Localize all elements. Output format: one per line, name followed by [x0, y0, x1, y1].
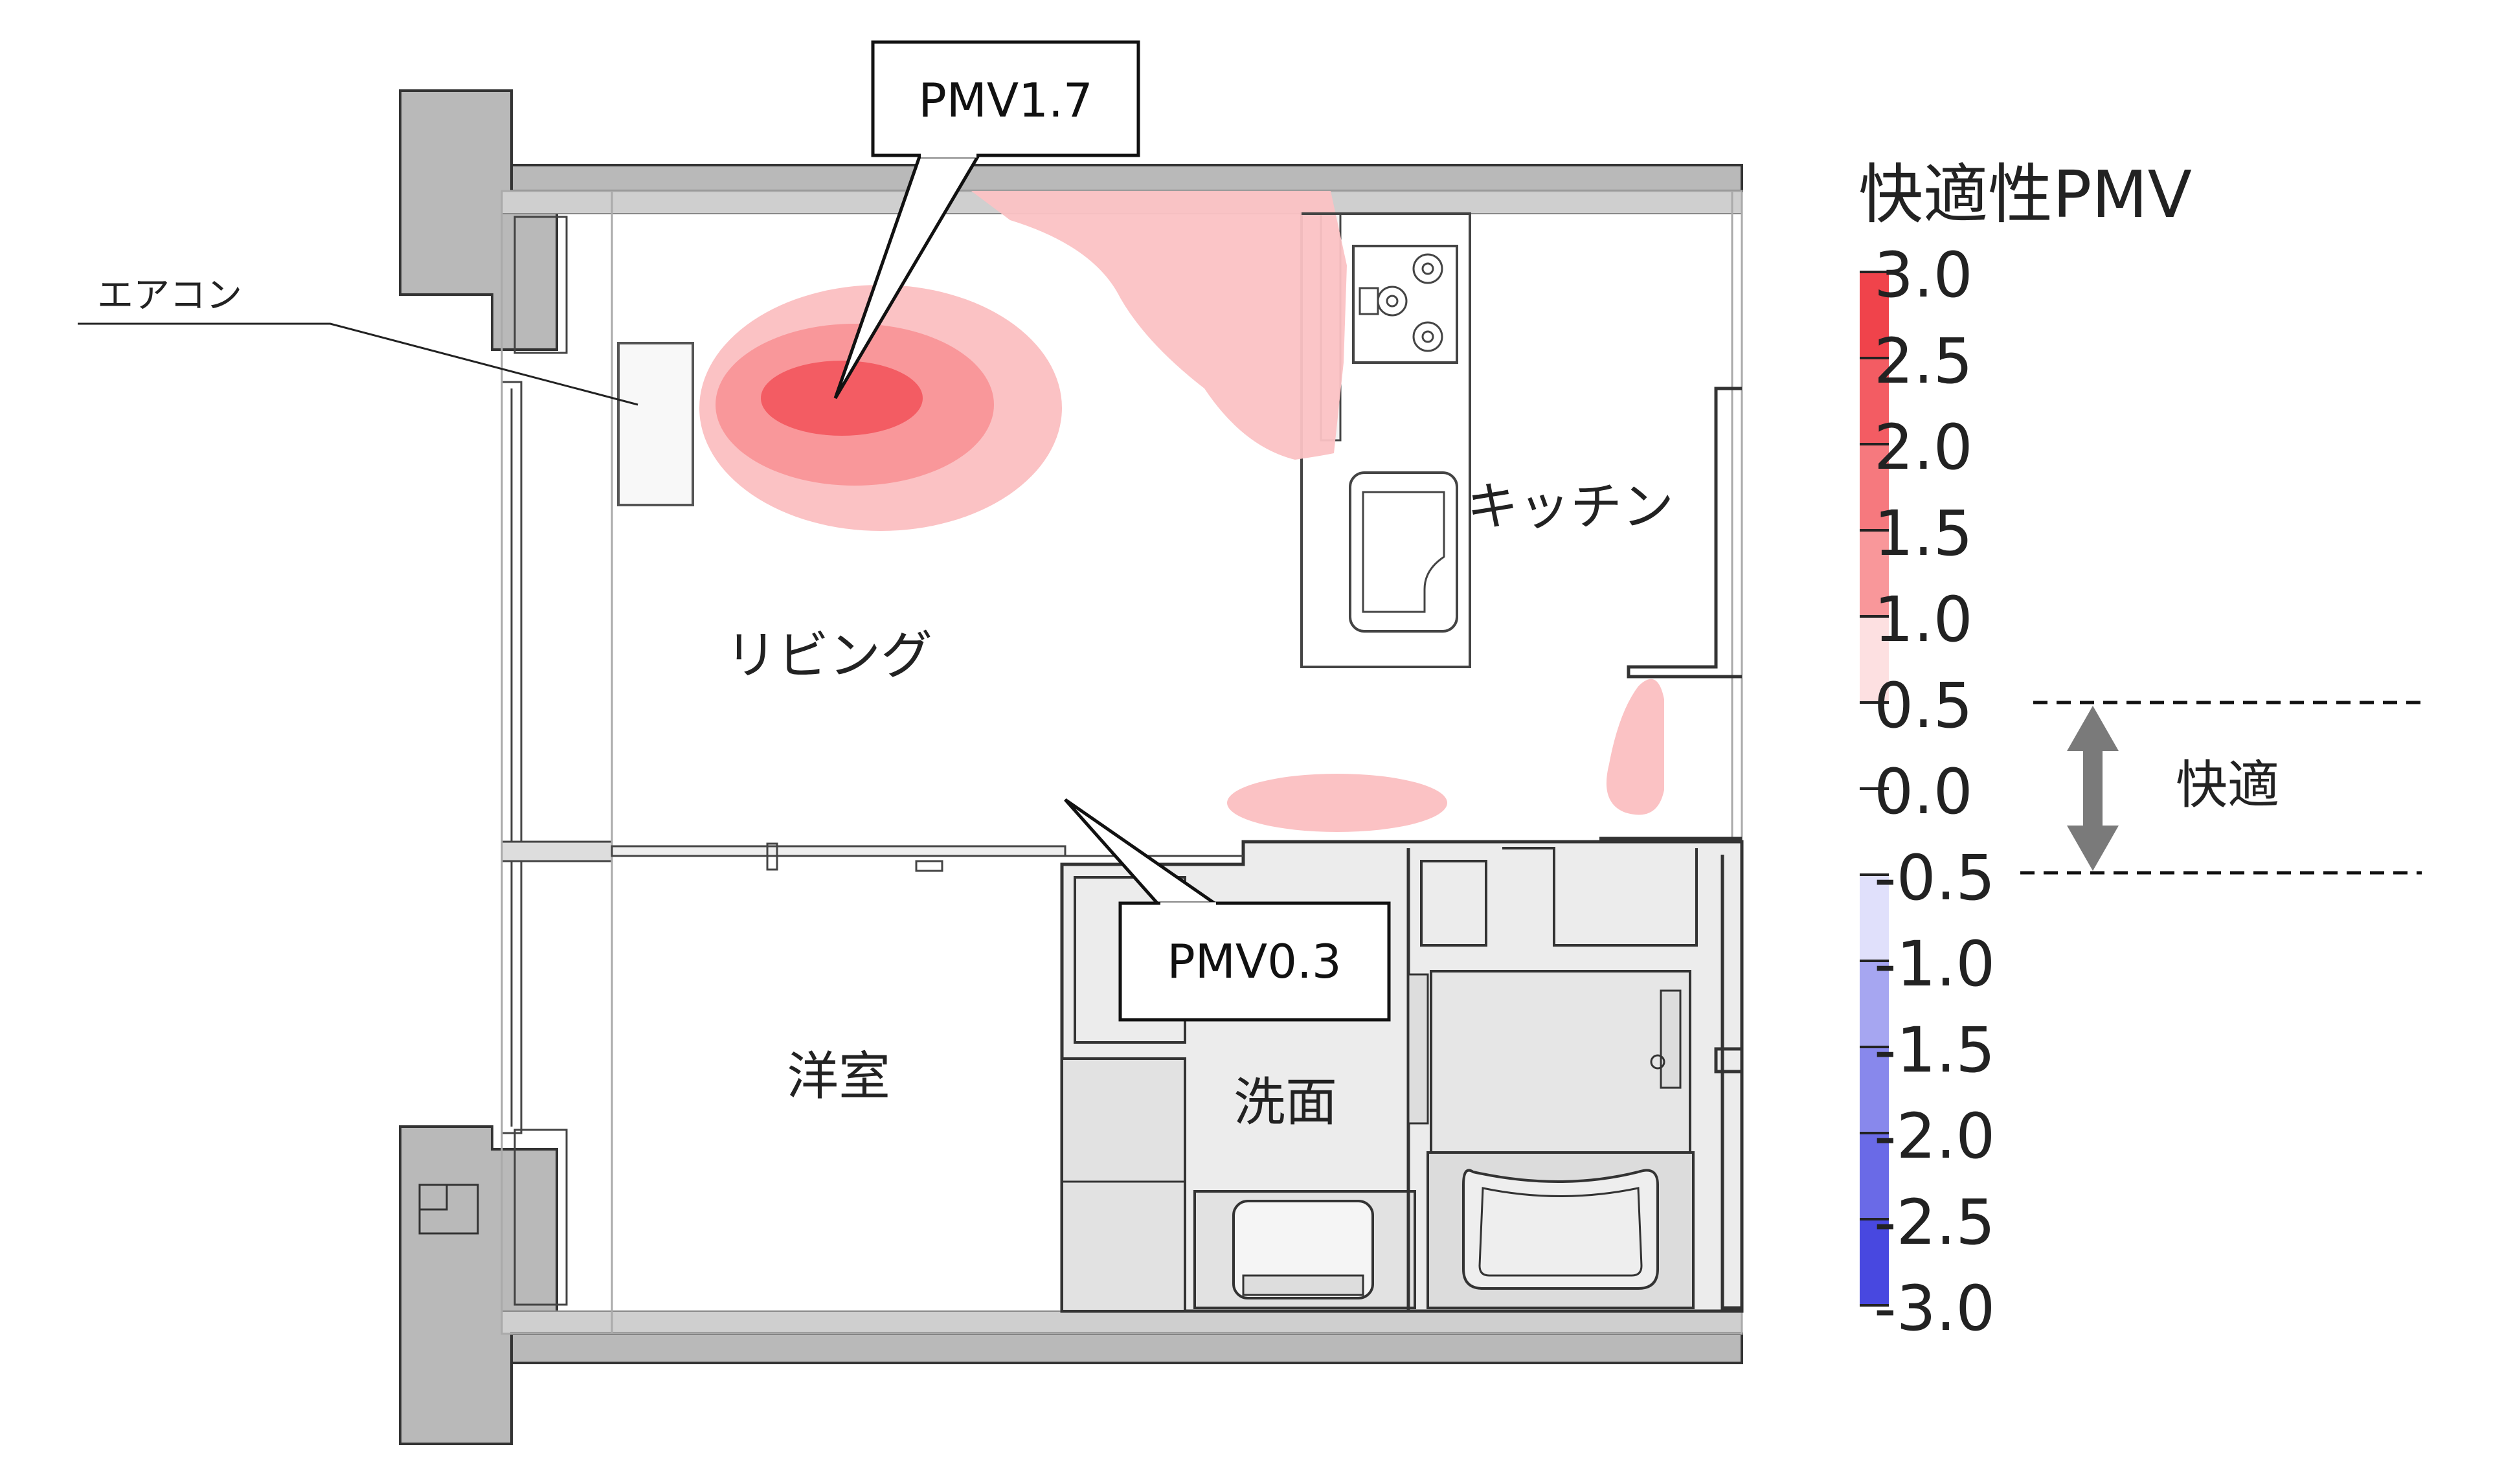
label-washroom: 洗面 [1234, 1072, 1337, 1132]
legend-swatch [1860, 444, 1889, 530]
gas-burner-icon [1359, 253, 1443, 352]
floor-plan [399, 89, 1744, 1445]
legend-tick-label: 2.0 [1874, 411, 1973, 484]
aircon-leader-line [78, 322, 638, 406]
comfort-label: 快適 [2176, 755, 2279, 815]
legend-tick-label: 1.5 [1874, 497, 1973, 570]
legend-tick-label: -3.0 [1874, 1272, 1995, 1345]
label-kitchen: キッチン [1467, 477, 1674, 537]
right-partitions [1599, 387, 1744, 1310]
callout-low-text: PMV0.3 [1167, 934, 1341, 989]
pmv-region-lower-center [1227, 774, 1447, 832]
callout-low: PMV0.3 [1064, 798, 1391, 1022]
sink-icon [1349, 471, 1458, 633]
callout-low-box [1118, 901, 1391, 1022]
legend-swatch [1860, 358, 1889, 444]
label-western-room: 洋室 [787, 1046, 890, 1107]
pmv-region-warm-plume [971, 191, 1347, 460]
legend-swatch [1860, 875, 1889, 961]
label-aircon: エアコン [97, 275, 242, 317]
air-conditioner-unit [617, 342, 694, 506]
label-living: リビング [725, 625, 932, 686]
legend-tick-label: 3.0 [1874, 239, 1973, 311]
legend-swatch [1860, 272, 1889, 358]
left-exterior-wall [399, 89, 558, 351]
pmv-heatmap [699, 191, 1664, 832]
pmv-region-1-5 [761, 361, 923, 436]
legend-swatch [1860, 1133, 1889, 1219]
top-wall [510, 164, 1743, 192]
legend-tick-label: 0.5 [1874, 669, 1973, 742]
legend-swatch [1860, 1219, 1889, 1305]
aircon-annotation: エアコン [78, 275, 638, 406]
legend-tick-label: -2.0 [1874, 1100, 1995, 1173]
room-labels: リビング キッチン 洋室 洗面 [725, 477, 1674, 1132]
callout-high-text: PMV1.7 [918, 73, 1092, 128]
window-frame [501, 216, 613, 1306]
legend-swatch [1860, 961, 1889, 1047]
meter-box [418, 1184, 479, 1235]
legend-tick-label: 2.5 [1874, 325, 1973, 398]
callout-high: PMV1.7 [833, 40, 1140, 399]
bottom-wall-outer [510, 1332, 1743, 1364]
bottom-wall [501, 1310, 1742, 1334]
legend-tick-labels: 3.0 2.5 2.0 1.5 1.0 0.5 0.0 -0.5 -1.0 -1.5 -2.0 -2.… [1860, 239, 1995, 1345]
pmv-legend: 快適性PMV 3.0 2.5 2.0 1.5 1.0 0.5 0.0 -0.5 -1.0 -1.5… [1858, 157, 2422, 1345]
legend-tick-label: -1.0 [1874, 928, 1995, 1000]
legend-tick-label: -2.5 [1874, 1186, 1995, 1259]
pmv-region-right [1606, 679, 1664, 815]
legend-color-bar [1860, 272, 1889, 1305]
legend-title: 快適性PMV [1858, 157, 2192, 232]
comfort-range-arrow [2067, 706, 2119, 871]
room-partition [611, 842, 1243, 872]
legend-swatch [1860, 616, 1889, 703]
legend-tick-label: -1.5 [1874, 1014, 1995, 1086]
legend-tick-label: 0.0 [1874, 756, 1973, 828]
wet-area [1060, 840, 1744, 1313]
legend-tick-label: 1.0 [1874, 583, 1973, 656]
left-lower-wall [399, 1125, 558, 1445]
callout-high-box [871, 40, 1140, 157]
legend-swatch [1860, 530, 1889, 616]
legend-tick-label: -0.5 [1874, 842, 1995, 914]
legend-swatch [1860, 1047, 1889, 1133]
